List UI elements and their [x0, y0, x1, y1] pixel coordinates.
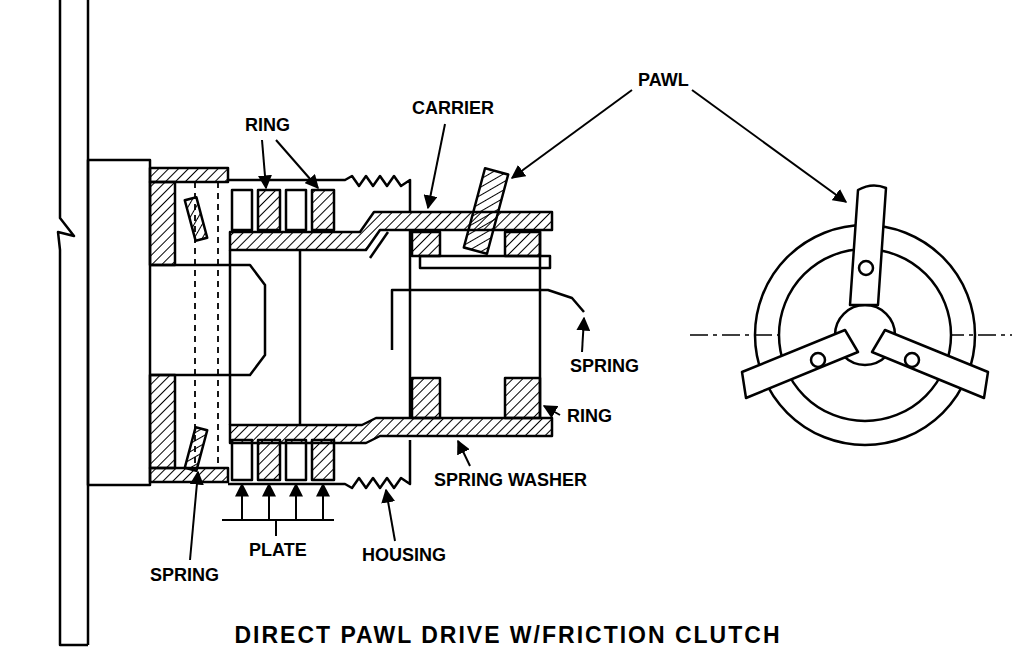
leader-line	[582, 318, 584, 352]
ring	[412, 232, 440, 256]
spring-wire	[392, 290, 584, 350]
flange	[58, 0, 88, 645]
pawl-pivot	[905, 353, 919, 367]
housing-wall	[150, 168, 228, 182]
leader-line	[512, 90, 632, 178]
part-label: SPRING	[148, 565, 221, 586]
ring	[312, 190, 334, 230]
ring	[258, 190, 280, 230]
part-label: SPRING	[568, 356, 641, 377]
end-view-middle	[779, 249, 951, 421]
pawl-pin	[420, 256, 550, 268]
part-label: CARRIER	[410, 98, 496, 119]
spring-disc	[185, 197, 207, 241]
housing-wall	[150, 182, 175, 265]
ring	[505, 232, 540, 256]
pawl-pivot	[859, 261, 873, 275]
end-view-pawl	[872, 330, 988, 398]
leader-line	[458, 441, 470, 466]
shaft	[150, 265, 265, 375]
caption: DIRECT PAWL DRIVE W/FRICTION CLUTCH	[234, 622, 781, 649]
leader-line	[241, 484, 243, 520]
leader-line	[386, 490, 395, 541]
carrier	[230, 212, 552, 250]
leader-line	[295, 484, 297, 520]
hub	[88, 160, 150, 485]
carrier	[230, 418, 552, 443]
part-label: PAWL	[636, 70, 691, 91]
housing-wall	[150, 375, 175, 468]
ring	[258, 440, 280, 480]
plate	[286, 440, 306, 480]
part-label: RING	[565, 406, 614, 427]
plate	[232, 190, 252, 230]
leader-line	[544, 406, 560, 415]
plate-bracket	[222, 520, 334, 536]
leader-line	[190, 472, 198, 560]
plate	[232, 440, 252, 480]
end-view-pawl	[850, 185, 886, 305]
leader-line	[322, 484, 324, 520]
part-label: SPRING WASHER	[432, 470, 589, 491]
leader-line	[692, 90, 846, 202]
leader-line	[262, 140, 266, 188]
leader-line	[276, 140, 318, 188]
carrier	[230, 230, 540, 425]
pawl	[464, 168, 508, 253]
part-label: RING	[243, 115, 292, 136]
ring	[505, 378, 540, 418]
leader-line	[428, 124, 445, 208]
ring	[312, 440, 334, 480]
spring-wire	[370, 232, 388, 258]
ring	[412, 378, 440, 418]
plate	[286, 190, 306, 230]
leader-line	[268, 484, 270, 520]
end-view-pawl	[742, 330, 858, 398]
part-label: PLATE	[247, 540, 309, 561]
housing-body	[228, 440, 410, 488]
drawing-part	[190, 90, 846, 560]
drawing-part	[58, 0, 1012, 645]
part-label: HOUSING	[360, 545, 448, 566]
spring-disc	[185, 427, 207, 471]
pawl-pivot	[811, 353, 825, 367]
